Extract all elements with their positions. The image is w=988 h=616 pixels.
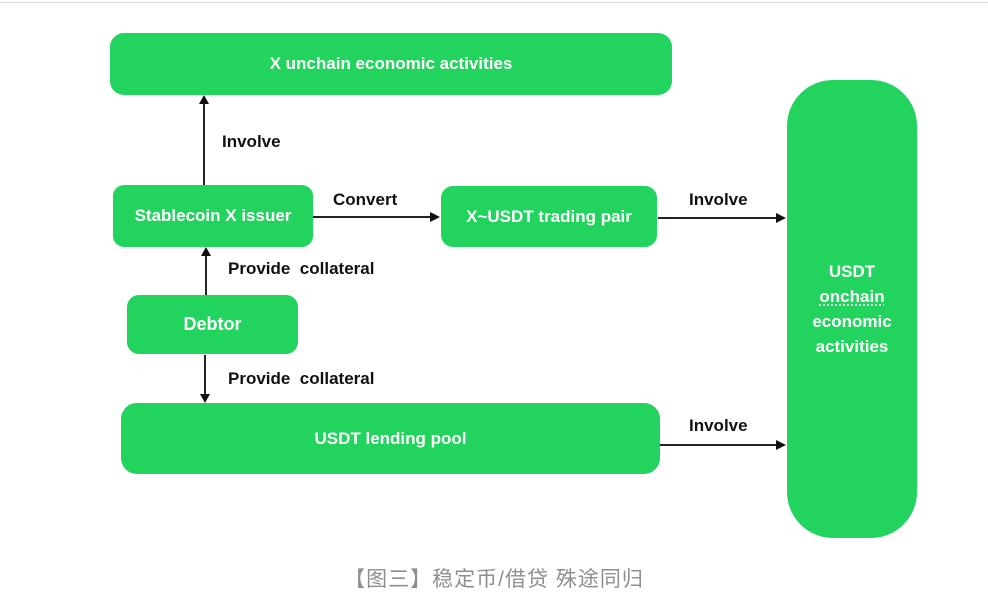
edge-label-involve-mid: Involve (689, 190, 748, 209)
arrow-shaft (204, 355, 206, 396)
usdt-onchain-line: USDT (828, 262, 876, 281)
arrow-shaft (205, 252, 207, 295)
edge-label-provide-collateral-up: Provide collateral (228, 259, 375, 278)
figure-caption: 【图三】稳定币/借贷 殊途同归 (344, 568, 644, 591)
arrow-shaft (658, 217, 777, 219)
node-stablecoin-x-issuer: Stablecoin X issuer (113, 185, 313, 247)
arrow-head-up (199, 95, 209, 104)
arrow-head-right (430, 212, 440, 222)
edge-label-involve-bottom: Involve (689, 416, 748, 435)
node-x-unchain-activities: X unchain economic activities (110, 33, 672, 95)
top-divider-line (0, 2, 988, 3)
arrow-shaft (203, 101, 205, 185)
arrow-head-right (776, 213, 786, 223)
node-x-usdt-trading-pair: X~USDT trading pair (441, 186, 657, 247)
arrow-shaft (660, 444, 777, 446)
edge-label-involve-top: Involve (222, 132, 281, 151)
arrow-shaft (313, 216, 432, 218)
arrow-head-down (200, 394, 210, 403)
node-debtor: Debtor (127, 295, 298, 354)
edge-label-convert: Convert (333, 190, 398, 209)
node-usdt-onchain-activities: USDT onchain economic activities (787, 80, 917, 538)
usdt-onchain-line: activities (815, 337, 889, 356)
edge-label-provide-collateral-down: Provide collateral (228, 369, 375, 388)
usdt-onchain-line: economic (812, 312, 892, 331)
usdt-onchain-line: onchain (819, 287, 885, 306)
arrow-head-right (776, 440, 786, 450)
node-usdt-lending-pool: USDT lending pool (121, 403, 660, 474)
arrow-head-up (201, 247, 211, 256)
